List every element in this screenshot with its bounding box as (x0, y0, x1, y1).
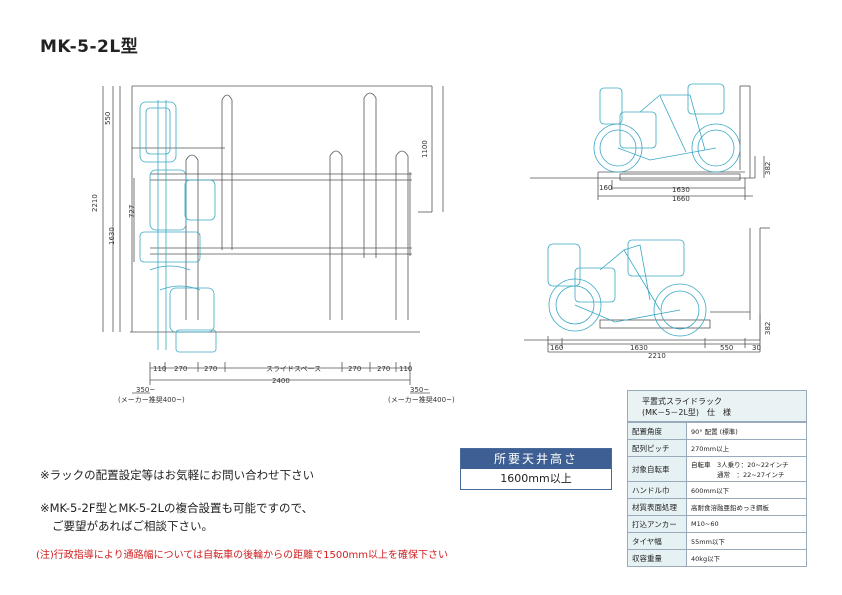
spec-label: 打込アンカー (627, 515, 687, 533)
side-bike-bottom (547, 239, 707, 337)
table-row: 材質表面処理高耐食溶融亜鉛めっき鋼板 (627, 498, 807, 516)
side-view-bottom (524, 227, 770, 353)
dim-2210: 2210 (91, 194, 99, 212)
spec-heading: 平置式スライドラック (MK－5－2L型) 仕 様 (627, 390, 807, 422)
table-row: 対象自転車自転車 3人乗り：20~22インチ通常 ：22~27インチ (627, 456, 807, 482)
side-top-1630: 1630 (672, 186, 690, 194)
spec-title-2: (MK－5－2L型) 仕 様 (642, 408, 732, 417)
dim-550: 550 (104, 112, 112, 125)
dim-270-d: 270 (377, 365, 390, 373)
spec-label: ハンドル巾 (627, 481, 687, 499)
side-bottom-1630: 1630 (630, 344, 648, 352)
front-bikes (139, 100, 217, 353)
note-line-3: ご要望があればご相談下さい。 (52, 519, 213, 533)
dim-2400: 2400 (272, 377, 290, 385)
spec-label: 配列ピッチ (627, 439, 687, 457)
spec-value: 高耐食溶融亜鉛めっき鋼板 (686, 498, 807, 516)
spec-value: 55mm以下 (686, 532, 807, 550)
note-line-2: ※MK-5-2F型とMK-5-2Lの複合設置も可能ですので、 (40, 501, 314, 515)
ceiling-heading: 所要天井高さ (461, 449, 611, 469)
spec-label: タイヤ幅 (627, 532, 687, 550)
spec-label: 配置角度 (627, 422, 687, 440)
dim-270-b: 270 (204, 365, 217, 373)
clearance-left: 350~ (136, 386, 155, 394)
side-bike-top (593, 83, 741, 173)
spec-label: 収容重量 (627, 549, 687, 567)
side-top-1660: 1660 (672, 195, 690, 203)
side-bottom-2210: 2210 (648, 352, 666, 360)
spec-value-line-1: 自転車 3人乗り：20~22インチ (691, 461, 789, 469)
spec-label: 対象自転車 (627, 456, 687, 482)
spec-value: 自転車 3人乗り：20~22インチ通常 ：22~27インチ (686, 456, 807, 482)
front-elevation (102, 85, 444, 394)
dim-110-right: 110 (399, 365, 412, 373)
spec-label: 材質表面処理 (627, 498, 687, 516)
front-dim-text: 550 2210 1630 727 1100 110 270 270 スライドス… (91, 112, 455, 404)
side-bottom-30: 30 (752, 344, 761, 352)
side-bottom-160: 160 (550, 344, 563, 352)
dim-slide-space: スライドスペース (266, 365, 321, 373)
side-top-382: 382 (764, 162, 772, 175)
spec-value: 270mm以上 (686, 439, 807, 457)
note-line-1: ※ラックの配置設定等はお気軽にお問い合わせ下さい (40, 468, 315, 482)
side-top-160: 160 (599, 184, 612, 192)
side-bottom-550: 550 (720, 344, 733, 352)
spec-value: M10~60 (686, 515, 807, 533)
dim-727: 727 (128, 205, 136, 218)
ceiling-value: 1600mm以上 (500, 472, 572, 485)
dim-1100: 1100 (421, 140, 429, 158)
side-bottom-382: 382 (764, 322, 772, 335)
spec-value: 600mm以下 (686, 481, 807, 499)
spec-value-line-2: 通常 ：22~27インチ (717, 471, 785, 479)
spec-value: 40kg以下 (686, 549, 807, 567)
spec-value: 90° 配置 (標準) (686, 422, 807, 440)
dim-1630: 1630 (108, 227, 116, 245)
dim-110-left: 110 (153, 365, 166, 373)
clearance-right-note: (メーカー推奨400~) (388, 395, 455, 404)
clearance-left-note: (メーカー推奨400~) (118, 395, 185, 404)
clearance-right: 350~ (410, 386, 429, 394)
dim-270-a: 270 (174, 365, 187, 373)
dim-270-c: 270 (348, 365, 361, 373)
ceiling-height-box: 所要天井高さ 1600mm以上 (460, 448, 612, 490)
side-view-top (530, 85, 765, 200)
side-bottom-text: 160 1630 550 30 2210 382 (550, 322, 772, 360)
page-title: MK-5-2L型 (40, 37, 139, 57)
legal-note: (注)行政指導により通路幅については自転車の後輪からの距離で1500mm以上を確… (36, 550, 449, 561)
side-top-text: 160 1630 1660 382 (599, 162, 772, 203)
spec-title-1: 平置式スライドラック (642, 397, 722, 406)
